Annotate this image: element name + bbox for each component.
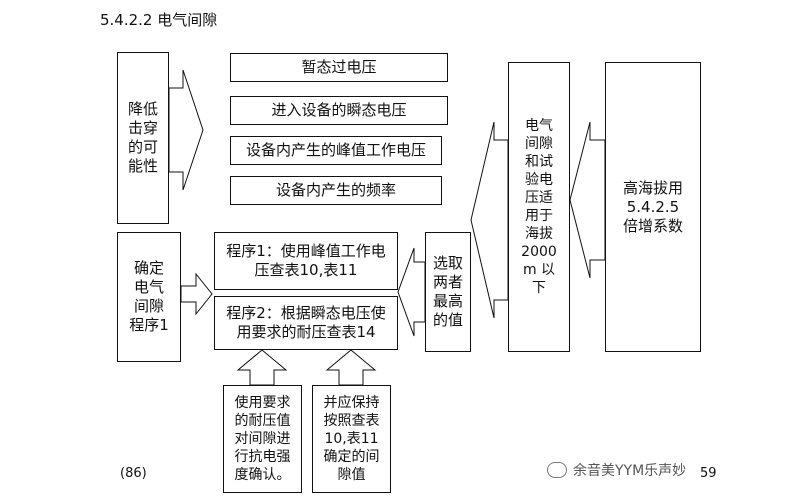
procedure-2-box: 程序2：根据瞬态电压使用要求的耐压查表14 [214, 296, 398, 350]
applicable-altitude-box: 电气 间隙 和试 验电 压适 用于 海拔 2000 m 以 下 [508, 62, 570, 352]
note-keep-clearance: 并应保持 按照查表 10,表11 确定的间 隙值 [312, 385, 391, 493]
procedure-label-box: 确定 电气 间隙 程序1 [117, 232, 181, 362]
arrow-altitude-to-applicable [569, 121, 606, 279]
select-max-box: 选取 两者 最高 的值 [425, 232, 471, 352]
arrow-note-left-up [236, 349, 288, 386]
arrow-note-right-up [325, 349, 377, 386]
note-withstand-voltage: 使用要求 的耐压值 对间隙进 行抗电强 度确认。 [223, 385, 302, 493]
factor-transient-voltage: 进入设备的瞬态电压 [230, 96, 448, 125]
section-title: 5.4.2.2 电气间隙 [100, 11, 218, 29]
factor-frequency: 设备内产生的频率 [230, 176, 442, 205]
factor-peak-working-voltage: 设备内产生的峰值工作电压 [230, 136, 442, 165]
watermark-text: 余音美YYM乐声妙 [573, 463, 687, 479]
watermark: 余音美YYM乐声妙 [547, 460, 686, 480]
arrow-select-to-procedures [397, 247, 426, 337]
arrow-label-to-procedures [180, 272, 213, 316]
page-number: 59 [700, 466, 717, 481]
wechat-icon [547, 462, 567, 478]
arrow-applicable-to-select [470, 121, 509, 319]
procedure-1-box: 程序1：使用峰值工作电压查表10,表11 [214, 232, 398, 290]
factor-transient-overvoltage: 暂态过电压 [230, 53, 448, 82]
footer-reference: (86) [120, 466, 147, 481]
arrow-reduce-to-factors [168, 69, 204, 191]
